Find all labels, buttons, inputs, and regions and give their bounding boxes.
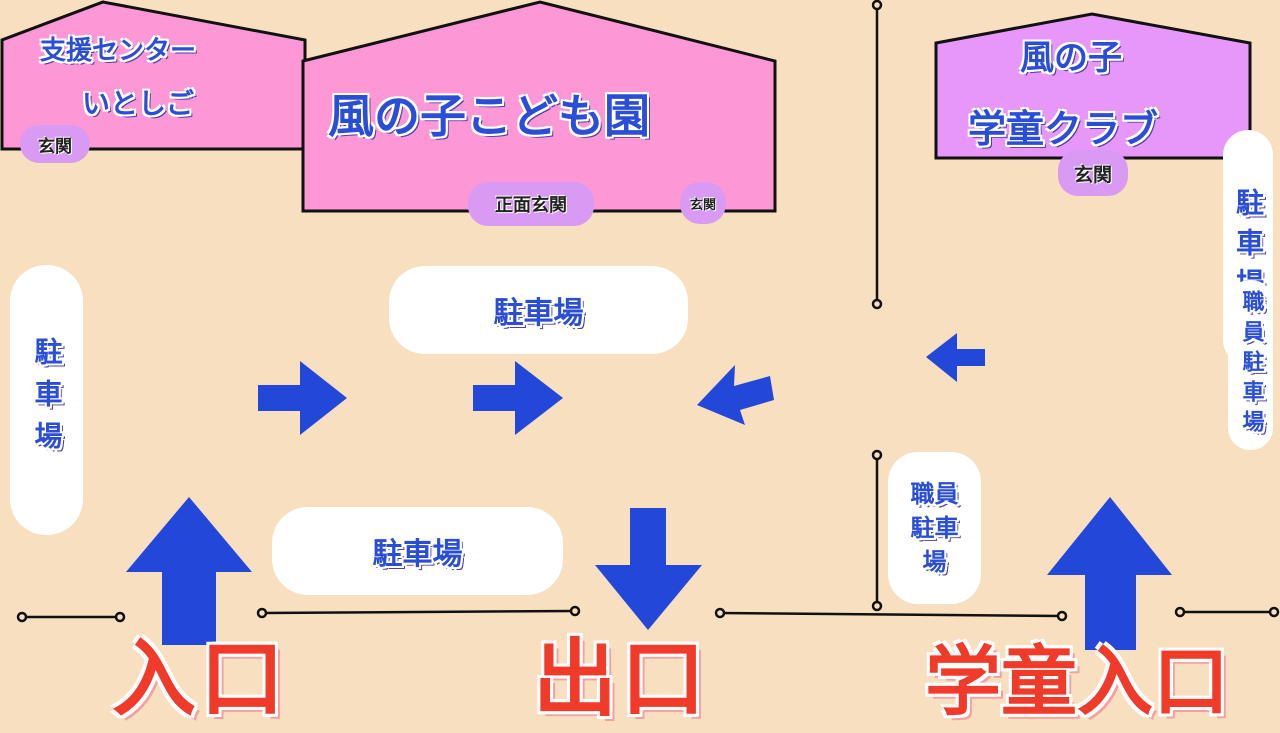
arrow-up-icon <box>1047 497 1172 650</box>
parking-staff-right-label: 職員駐車場 <box>1238 290 1264 440</box>
kindergarten-name: 風の子こども園 <box>328 89 650 143</box>
support-center-entrance: 玄関 <box>20 125 90 163</box>
parking-staff-right: 職員駐車場 <box>1228 280 1273 450</box>
support-center-name: 支援センター <box>40 36 197 66</box>
arrow-right-icon <box>473 361 563 435</box>
arrow-down-left-icon <box>697 365 774 425</box>
parking-bottom-center: 駐車場 <box>272 507 563 595</box>
parking-left-label: 駐車場 <box>30 337 64 463</box>
gakudo-name: 風の子 <box>1020 38 1122 78</box>
entrance-gate-label: 入口 <box>112 630 289 728</box>
parking-staff-center: 職員駐車場 <box>888 452 981 604</box>
arrow-down-icon <box>595 508 702 630</box>
gakudo-name-2: 学童クラブ <box>968 107 1159 151</box>
arrow-right-icon <box>258 361 347 435</box>
fences <box>16 0 1280 623</box>
kindergarten-building <box>301 0 777 213</box>
kindergarten-main-entrance: 正面玄関 <box>468 182 594 226</box>
kindergarten-side-entrance: 玄関 <box>680 182 726 224</box>
parking-bottom-center-label: 駐車場 <box>372 537 463 572</box>
gakudo-entrance-gate-label: 学童入口 <box>925 637 1229 726</box>
parking-left: 駐車場 <box>10 265 83 535</box>
gakudo-entrance: 玄関 <box>1058 150 1128 196</box>
parking-staff-center-label: 職員駐車場 <box>910 480 959 576</box>
gakudo-building <box>934 12 1252 160</box>
arrow-up-icon <box>126 497 252 645</box>
arrow-left-icon <box>926 333 985 382</box>
exit-gate-label: 出口 <box>533 630 710 728</box>
support-center-name-2: いとしご <box>82 87 195 120</box>
parking-top-center: 駐車場 <box>389 266 688 354</box>
parking-top-center-label: 駐車場 <box>493 296 584 331</box>
